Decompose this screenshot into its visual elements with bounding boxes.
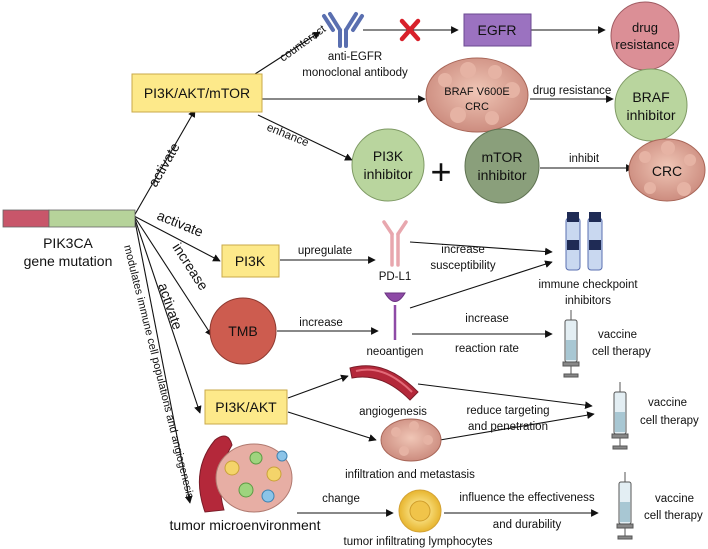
edge-reduce-targeting: reduce targeting xyxy=(466,405,549,417)
tumor-microenvironment-icon xyxy=(198,435,293,513)
edge-activate-2: activate xyxy=(155,207,206,240)
edge-influence-durability: and durability xyxy=(493,519,562,531)
edge-increase: increase xyxy=(169,240,211,293)
neoantigen-icon xyxy=(384,292,406,340)
infiltration-tumor-icon xyxy=(380,418,442,462)
braf-crc-label-2: CRC xyxy=(465,101,489,113)
braf-crc-label: BRAF V600E xyxy=(444,86,509,98)
edge-change: change xyxy=(322,493,360,505)
pd-l1-icon xyxy=(382,220,408,267)
arrow-to-angiogenesis xyxy=(287,374,349,399)
lymphocyte-nucleus-icon xyxy=(409,500,431,522)
egfr-label: EGFR xyxy=(478,22,517,38)
arrow-pik3ca-to-tmb xyxy=(133,215,213,337)
pi3k-akt-box xyxy=(204,389,288,425)
edge-modulates: modulates immune cell populations and an… xyxy=(121,244,196,501)
tumor-microenvironment-label: tumor microenvironment xyxy=(170,517,321,533)
pi3k-inhibitor-label: PI3K xyxy=(373,148,404,164)
crc-tumor-icon xyxy=(628,138,706,202)
arrow-counteract xyxy=(254,31,321,75)
pik3ca-label: PIK3CA xyxy=(43,235,93,251)
edge-increase-reaction: increase xyxy=(465,313,508,325)
edge-upregulate: upregulate xyxy=(298,245,352,257)
arrow-pik3ca-to-microenvironment xyxy=(133,215,193,504)
vaccine-label-1: vaccine xyxy=(598,329,637,341)
pi3k-label: PI3K xyxy=(235,253,266,269)
drug-resistance-label-2: resistance xyxy=(615,37,674,52)
til-label: tumor infiltrating lymphocytes xyxy=(344,536,493,548)
mtor-inhibitor-label-2: inhibitor xyxy=(477,167,526,183)
block-x-icon xyxy=(399,18,421,42)
icb-label-2: inhibitors xyxy=(565,295,611,307)
infiltration-label: infiltration and metastasis xyxy=(345,469,475,481)
antibody-label: anti-EGFR xyxy=(328,51,382,63)
arrow-pik3ca-to-pi3k-akt-mtor xyxy=(133,109,196,217)
edge-enhance: enhance xyxy=(265,122,310,150)
pik3ca-gene-bar xyxy=(2,209,136,228)
vaccine-cell-therapy-label-2: cell therapy xyxy=(640,415,699,427)
arrow-pik3ca-to-pi3k xyxy=(133,215,221,262)
pik3ca-label-2: gene mutation xyxy=(24,253,113,269)
edge-increase-susceptibility-2: susceptibility xyxy=(430,260,495,272)
crc-label: CRC xyxy=(652,163,682,179)
pi3k-inhibitor-circle xyxy=(351,128,425,202)
arrow-neoantigen-to-icb xyxy=(409,260,553,309)
tmb-label: TMB xyxy=(228,323,258,339)
icb-label: immune checkpoint xyxy=(538,279,638,291)
neoantigen-label: neoantigen xyxy=(367,346,424,358)
edge-reaction-rate: reaction rate xyxy=(455,343,519,355)
mtor-inhibitor-circle xyxy=(464,128,540,204)
arrow-pik3ca-to-pi3k-akt xyxy=(133,215,202,414)
vaccine-cell-therapy-label-3: cell therapy xyxy=(644,510,703,522)
syringe-icon xyxy=(562,310,580,378)
arrow-to-infiltration xyxy=(287,411,377,442)
immune-checkpoint-inhibitor-icon xyxy=(565,212,603,271)
vaccine-cell-therapy-label-1: cell therapy xyxy=(592,346,651,358)
edge-influence-effectiveness: influence the effectiveness xyxy=(459,492,595,504)
syringe-icon-2 xyxy=(611,382,629,450)
pd-l1-label: PD-L1 xyxy=(379,271,412,283)
edge-activate-1: activate xyxy=(145,140,183,190)
arrow-infiltration-to-vaccine xyxy=(439,411,595,441)
edge-increase-tmb: increase xyxy=(299,317,342,329)
arrow-angiogenesis-to-vaccine xyxy=(417,383,593,409)
egfr-box xyxy=(463,13,532,47)
pi3k-akt-mtor-label: PI3K/AKT/mTOR xyxy=(144,85,250,101)
drug-resistance-label: drug xyxy=(632,20,658,35)
vaccine-label-3: vaccine xyxy=(655,493,694,505)
arrow-pdl1-to-icb xyxy=(409,241,553,256)
drug-resistance-circle xyxy=(610,1,680,71)
pi3k-inhibitor-label-2: inhibitor xyxy=(363,166,412,182)
vaccine-label-2: vaccine xyxy=(648,397,687,409)
angiogenesis-vessel-icon xyxy=(349,365,419,401)
braf-inhibitor-label-2: inhibitor xyxy=(626,107,675,123)
syringe-icon-3 xyxy=(616,472,634,540)
antibody-icon xyxy=(322,12,364,48)
pi3k-akt-mtor-box xyxy=(131,73,263,113)
antibody-label-2: monoclonal antibody xyxy=(302,67,408,79)
edge-inhibit: inhibit xyxy=(569,153,600,165)
arrow-enhance xyxy=(257,114,353,161)
edge-reduce-penetration: and penetration xyxy=(468,421,548,433)
mtor-inhibitor-label: mTOR xyxy=(482,149,523,165)
edge-increase-susceptibility: increase xyxy=(441,244,484,256)
angiogenesis-label: angiogenesis xyxy=(359,406,427,418)
edge-counteract: counteract xyxy=(278,23,329,65)
plus-sign: + xyxy=(430,151,451,192)
braf-inhibitor-circle xyxy=(614,68,688,142)
braf-inhibitor-label: BRAF xyxy=(632,89,669,105)
braf-crc-tumor-icon xyxy=(425,57,529,133)
connectors xyxy=(133,26,634,517)
edge-drug-resistance: drug resistance xyxy=(533,85,612,97)
pi3k-akt-label: PI3K/AKT xyxy=(215,399,277,415)
tmb-circle xyxy=(209,297,277,365)
pi3k-box xyxy=(221,244,280,278)
